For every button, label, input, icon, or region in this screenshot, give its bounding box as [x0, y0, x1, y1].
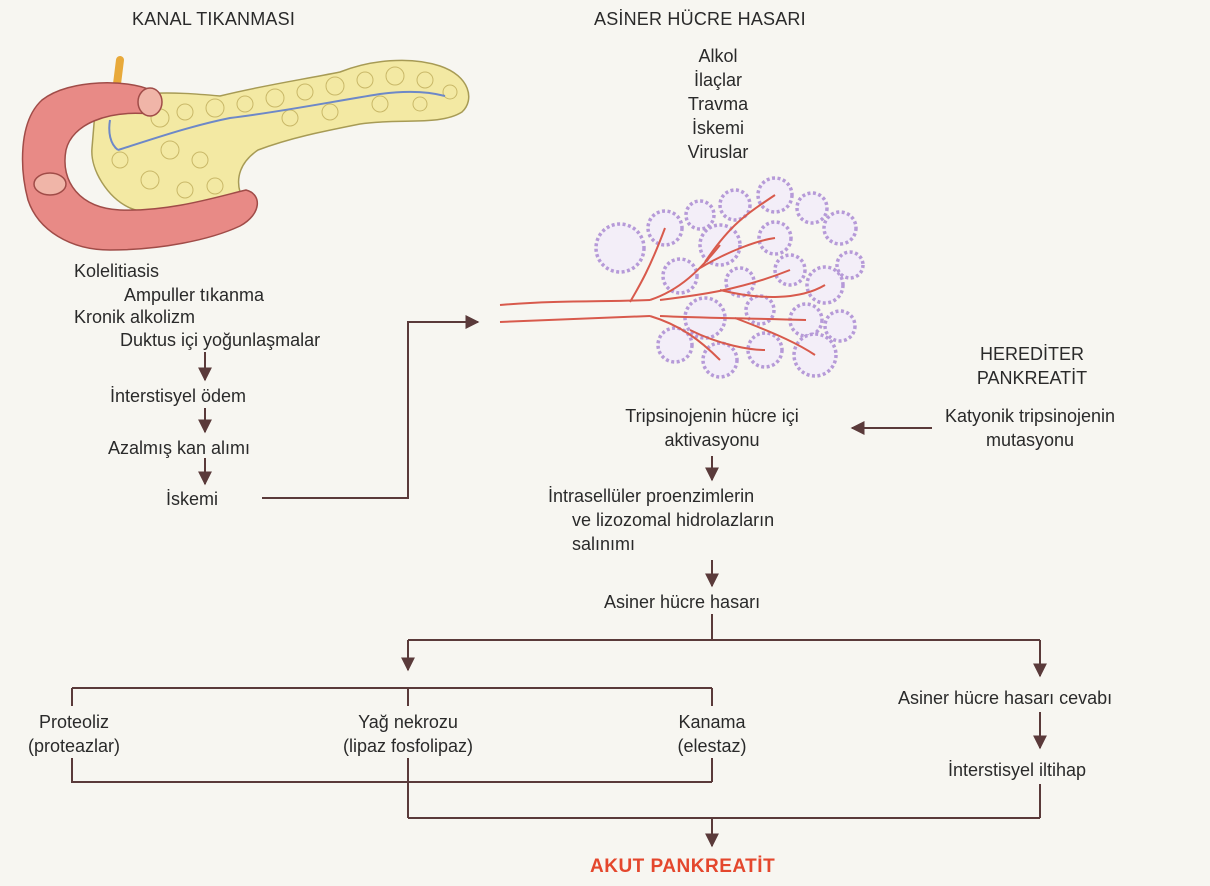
activation-line-1: Tripsinojenin hücre içi: [584, 404, 840, 428]
outcome-proteolysis: Proteoliz (proteazlar): [4, 710, 144, 758]
pancreas-body: [92, 60, 469, 215]
duct-cause-intraductal: Duktus içi yoğunlaşmalar: [120, 328, 320, 352]
acini: [596, 178, 863, 377]
hemorrhage-line-2: (elestaz): [652, 734, 772, 758]
release-line-2: ve lizozomal hidrolazların: [548, 508, 774, 532]
hereditary-line-1: HEREDİTER: [962, 342, 1102, 366]
outcome-inflammation: İnterstisyel iltihap: [948, 758, 1086, 782]
hemorrhage-line-1: Kanama: [652, 710, 772, 734]
outcome-response: Asiner hücre hasarı cevabı: [898, 686, 1112, 710]
acinar-causes: Alkol İlaçlar Travma İskemi Viruslar: [672, 44, 764, 164]
header-acinar-injury: ASİNER HÜCRE HASARI: [594, 7, 806, 31]
proteolysis-line-2: (proteazlar): [4, 734, 144, 758]
chain-edema: İnterstisyel ödem: [110, 384, 246, 408]
result-acute-pancreatitis: AKUT PANKREATİT: [590, 855, 775, 879]
mutation-line-1: Katyonik tripsinojenin: [932, 404, 1128, 428]
outcome-hemorrhage: Kanama (elestaz): [652, 710, 772, 758]
chain-blood-flow: Azalmış kan alımı: [108, 436, 250, 460]
outcome-fat-necrosis: Yağ nekrozu (lipaz fosfolipaz): [308, 710, 508, 758]
acinar-damage: Asiner hücre hasarı: [604, 590, 760, 614]
header-duct-obstruction: KANAL TIKANMASI: [132, 7, 295, 31]
cause-viruses: Viruslar: [672, 140, 764, 164]
duct-cause-ampullary: Ampuller tıkanma: [124, 283, 264, 307]
release-line-3: salınımı: [548, 532, 774, 556]
chain-ischemia: İskemi: [166, 487, 218, 511]
cause-drugs: İlaçlar: [672, 68, 764, 92]
mutation-label: Katyonik tripsinojenin mutasyonu: [932, 404, 1128, 452]
proteolysis-line-1: Proteoliz: [4, 710, 144, 734]
release-line-1: İntrasellüler proenzimlerin: [548, 484, 774, 508]
trypsinogen-activation: Tripsinojenin hücre içi aktivasyonu: [584, 404, 840, 452]
activation-line-2: aktivasyonu: [584, 428, 840, 452]
proteoliz-down: [72, 758, 712, 782]
mutation-line-2: mutasyonu: [932, 428, 1128, 452]
cause-trauma: Travma: [672, 92, 764, 116]
pancreas-illustration: [23, 60, 469, 250]
acinus-illustration: [500, 178, 863, 377]
duct-cause-cholelithiasis: Kolelitiasis: [74, 259, 159, 283]
duodenum-opening-top: [138, 88, 162, 116]
hereditary-line-2: PANKREATİT: [962, 366, 1102, 390]
duodenum-opening-left: [34, 173, 66, 195]
duct-cause-chronic-alcohol: Kronik alkolizm: [74, 305, 195, 329]
fat-necrosis-line-2: (lipaz fosfolipaz): [308, 734, 508, 758]
fat-necrosis-line-1: Yağ nekrozu: [308, 710, 508, 734]
enzyme-release: İntrasellüler proenzimlerin ve lizozomal…: [548, 484, 774, 556]
cause-ischemia: İskemi: [672, 116, 764, 140]
header-hereditary: HEREDİTER PANKREATİT: [962, 342, 1102, 390]
cause-alcohol: Alkol: [672, 44, 764, 68]
